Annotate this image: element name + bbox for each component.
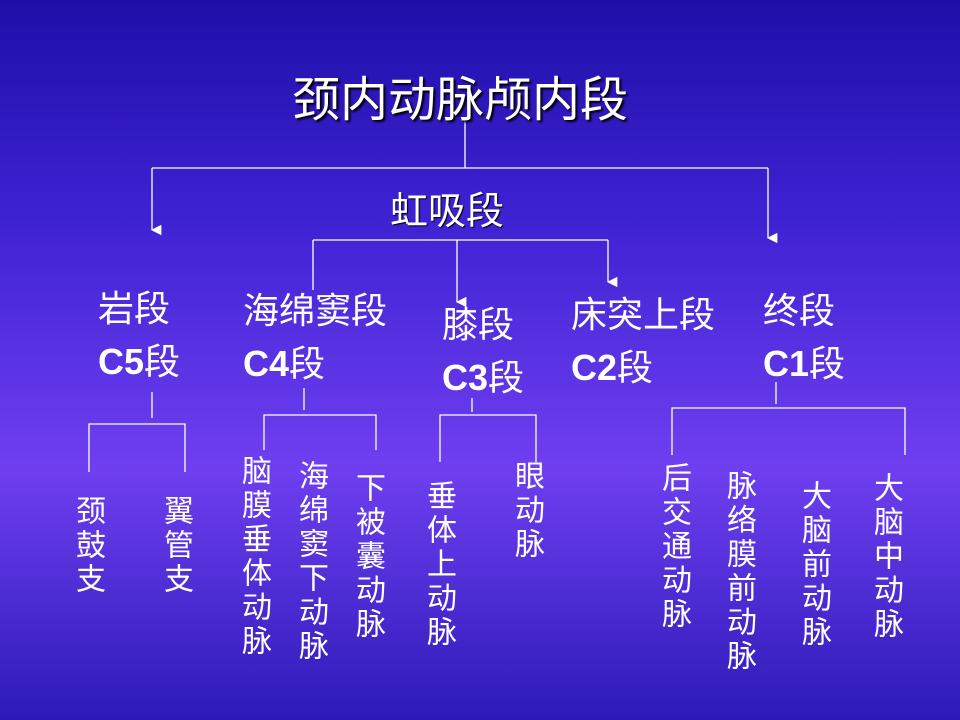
segment-suffix: 段 <box>617 348 654 389</box>
c4-bracket <box>263 414 377 450</box>
branch-c3-ophthalmic: 眼动脉 <box>509 460 544 562</box>
branch-c1-anterior-choroidal: 脉络膜前动脉 <box>721 470 756 674</box>
segment-c2: 床突上段 C2段 <box>571 290 715 395</box>
c1-bracket <box>671 407 906 455</box>
branch-c4-meningohypophyseal: 脑膜垂体动脉 <box>236 455 271 659</box>
branch-c3-superior-hypophyseal: 垂体上动脉 <box>421 480 456 650</box>
segment-code: C5 <box>98 341 145 382</box>
segment-suffix: 段 <box>144 342 181 383</box>
segment-code: C2 <box>571 347 618 388</box>
branch-c1-posterior-communicating: 后交通动脉 <box>656 462 691 632</box>
branch-c5-tympanic: 颈鼓支 <box>70 495 105 597</box>
slide-title: 颈内动脉颅内段 <box>292 72 629 128</box>
branch-c5-vidian: 翼管支 <box>158 495 193 597</box>
siphon-label: 虹吸段 <box>390 189 505 233</box>
segment-c1: 终段 C1段 <box>763 286 845 391</box>
segment-code: C3 <box>442 357 489 398</box>
c3-bracket <box>439 414 537 462</box>
segment-name: 床突上段 <box>571 295 716 336</box>
branch-c1-anterior-cerebral: 大脑前动脉 <box>796 480 831 650</box>
segment-code: C1 <box>763 343 810 384</box>
segment-suffix: 段 <box>289 344 326 385</box>
branch-c4-inferior-cavernous: 海绵窦下动脉 <box>293 460 328 664</box>
segment-code: C4 <box>243 343 290 384</box>
segment-name: 海绵窦段 <box>243 291 388 332</box>
segment-code-line: C4段 <box>243 338 387 391</box>
segment-name: 膝段 <box>442 305 515 346</box>
segment-suffix: 段 <box>809 344 846 385</box>
segment-code-line: C1段 <box>763 338 845 391</box>
branch-c4-capsular: 下被囊动脉 <box>350 472 385 642</box>
segment-code-line: C5段 <box>98 336 180 389</box>
c5-bracket <box>88 423 186 472</box>
segment-c4: 海绵窦段 C4段 <box>243 286 387 391</box>
segment-name: 岩段 <box>98 289 171 330</box>
segment-name: 终段 <box>763 291 836 332</box>
segment-suffix: 段 <box>488 358 525 399</box>
segment-c3: 膝段 C3段 <box>442 300 524 405</box>
segment-code-line: C2段 <box>571 342 715 395</box>
segment-code-line: C3段 <box>442 352 524 405</box>
segment-c5: 岩段 C5段 <box>98 284 180 389</box>
branch-c1-middle-cerebral: 大脑中动脉 <box>868 472 903 642</box>
